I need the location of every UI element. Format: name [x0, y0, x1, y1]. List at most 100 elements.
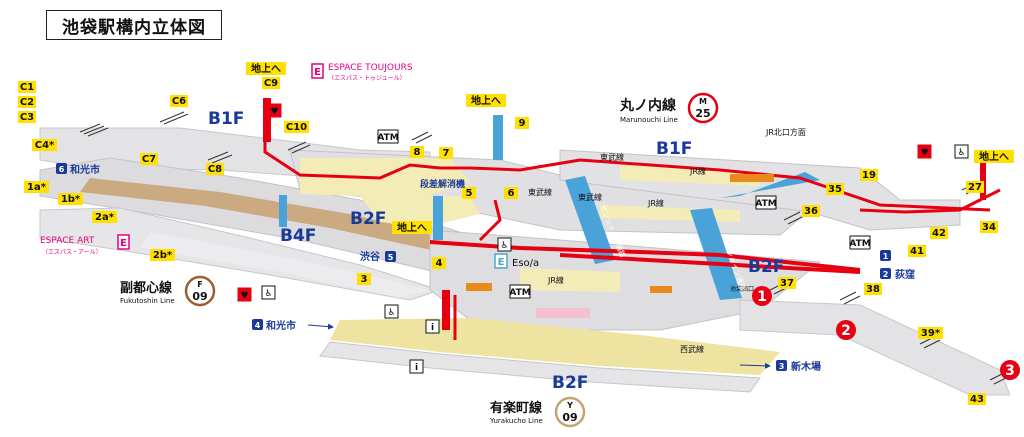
atm-icon: ATM — [377, 129, 399, 144]
exit-badge-bg — [432, 257, 446, 269]
floor-label-b4f: B4F — [280, 226, 316, 246]
floor-label-b2f-south: B2F — [552, 373, 588, 393]
elevator-shaft-south — [442, 290, 450, 330]
red-exit-circle — [836, 320, 856, 340]
toilet-icon: ♿ — [954, 144, 969, 159]
stairs-c6 — [159, 111, 189, 125]
exit-badge-bg — [504, 187, 518, 199]
aed-icon: ♥ — [917, 144, 932, 159]
exit-badge-bg — [930, 227, 948, 239]
espace-art-kana: （エスパス・アール） — [42, 249, 102, 256]
exit-label: C8 — [208, 164, 222, 175]
fukutoshin-roman: Fukutoshin Line — [120, 297, 175, 305]
direction-5-label: 渋谷 — [360, 250, 381, 263]
exit-badge-bg — [439, 147, 453, 159]
elevator-shaft-19 — [493, 115, 503, 160]
exit-label: 37 — [780, 278, 794, 289]
exit-label: 42 — [932, 228, 946, 239]
exit-label: C7 — [142, 154, 156, 165]
exit-label: 41 — [910, 246, 924, 257]
espace-art-name: ESPACE ART — [40, 236, 95, 246]
direction-4-wakoshi: 4 和光市 — [252, 319, 334, 332]
info-icon: i — [425, 319, 440, 334]
to-ground-bg — [392, 221, 432, 234]
to-ground-bg — [466, 94, 506, 107]
direction-3-label: 新木場 — [791, 360, 821, 373]
toilet-icon: ♿ — [384, 304, 399, 319]
elevator-shaft-c9 — [263, 98, 271, 142]
marunouchi-letter: M — [699, 97, 707, 106]
stairs-c8 — [207, 151, 233, 164]
seibu-pink-area — [536, 308, 590, 318]
red-exit-number: 1 — [757, 289, 767, 305]
atm-icon: ATM — [755, 195, 777, 210]
esola-name: Eso/a — [512, 258, 539, 269]
exit-badge-bg — [140, 153, 158, 165]
direction-6-wakoshi: 6 和光市 — [56, 163, 100, 176]
toilet-icon: ♿ — [261, 285, 276, 300]
exit-label: 39* — [921, 328, 941, 339]
exit-badge-bg — [284, 121, 309, 133]
atm-icon: ATM — [509, 284, 531, 299]
exit-label: C9 — [264, 78, 278, 89]
exit-badge-bg — [778, 277, 796, 289]
exit-badge-bg — [18, 96, 36, 108]
exit-label: 7 — [443, 148, 450, 159]
exit-badge-bg — [58, 193, 83, 205]
marunouchi-name: 丸ノ内線 — [619, 97, 676, 114]
to-ground-label: 地上へ — [979, 150, 1009, 163]
yurakucho-number: 09 — [562, 411, 577, 424]
exit-label: C1 — [20, 82, 34, 93]
elevator-shaft-east — [980, 160, 986, 200]
direction-5-number: 5 — [388, 253, 394, 262]
exit-label: 6 — [508, 188, 515, 199]
red-exit-number: 3 — [1005, 363, 1015, 379]
marunouchi-badge: 丸ノ内線 Marunouchi Line M 25 — [619, 92, 719, 124]
exit-label: 1b* — [61, 194, 81, 205]
exit-badge-bg — [918, 327, 943, 339]
dansa-label: 段差解消機 — [420, 178, 465, 190]
direction-2-number: 2 — [883, 270, 889, 279]
b1f-jr-shops — [620, 162, 760, 186]
jr-label-2: JR線 — [647, 198, 664, 208]
b2f-shop-area — [360, 196, 480, 226]
yurakucho-roman: Yurakucho Line — [489, 417, 543, 425]
floor-label-b2f-center: B2F — [350, 209, 386, 229]
to-ground-label: 地上へ — [471, 94, 501, 107]
exit-label: 35 — [828, 184, 842, 195]
b2f-jr-shops-south — [520, 268, 620, 292]
exit-badge-bg — [802, 205, 820, 217]
exit-badge-bg — [908, 245, 926, 257]
marunouchi-platform-edge — [559, 253, 861, 274]
sunshine-walkway-upper — [565, 176, 615, 264]
direction-2-label: 荻窪 — [895, 268, 915, 281]
esola-sign: E Eso/a — [494, 253, 539, 269]
exit-badge-bg — [864, 283, 882, 295]
tobu-label-3: 東武線 — [578, 192, 602, 202]
marunouchi-roman: Marunouchi Line — [620, 116, 678, 124]
marunouchi-train-center — [466, 283, 492, 291]
direction-4-number: 4 — [255, 321, 261, 330]
exit-label: 2b* — [153, 250, 173, 261]
to-ground-label: 地上へ — [251, 62, 281, 75]
exit-badge-bg — [860, 169, 878, 181]
espace-toujours-kana: （エスパス・トゥジュール） — [328, 75, 406, 82]
exit-label: 3 — [361, 274, 368, 285]
exit-label: 4 — [436, 258, 443, 269]
red-exit-circle — [1000, 360, 1020, 380]
stairs-41 — [839, 291, 861, 305]
exit-badge-bg — [357, 273, 371, 285]
direction-6-label: 和光市 — [69, 163, 100, 176]
marunouchi-line-b2f — [429, 240, 861, 272]
aed-icon: ♥ — [237, 287, 252, 302]
red-exit-circle — [752, 286, 772, 306]
fukutoshin-number: 09 — [192, 290, 207, 303]
stairs-c4 — [79, 123, 109, 137]
atm-icon: ATM — [849, 235, 871, 250]
direction-3-number: 3 — [779, 362, 785, 371]
floor-label-b1f-east: B1F — [656, 139, 692, 159]
espace-toujours-letter: E — [314, 67, 321, 78]
aed-icon: ♥ — [267, 103, 282, 118]
yurakucho-letter: Y — [566, 401, 573, 410]
